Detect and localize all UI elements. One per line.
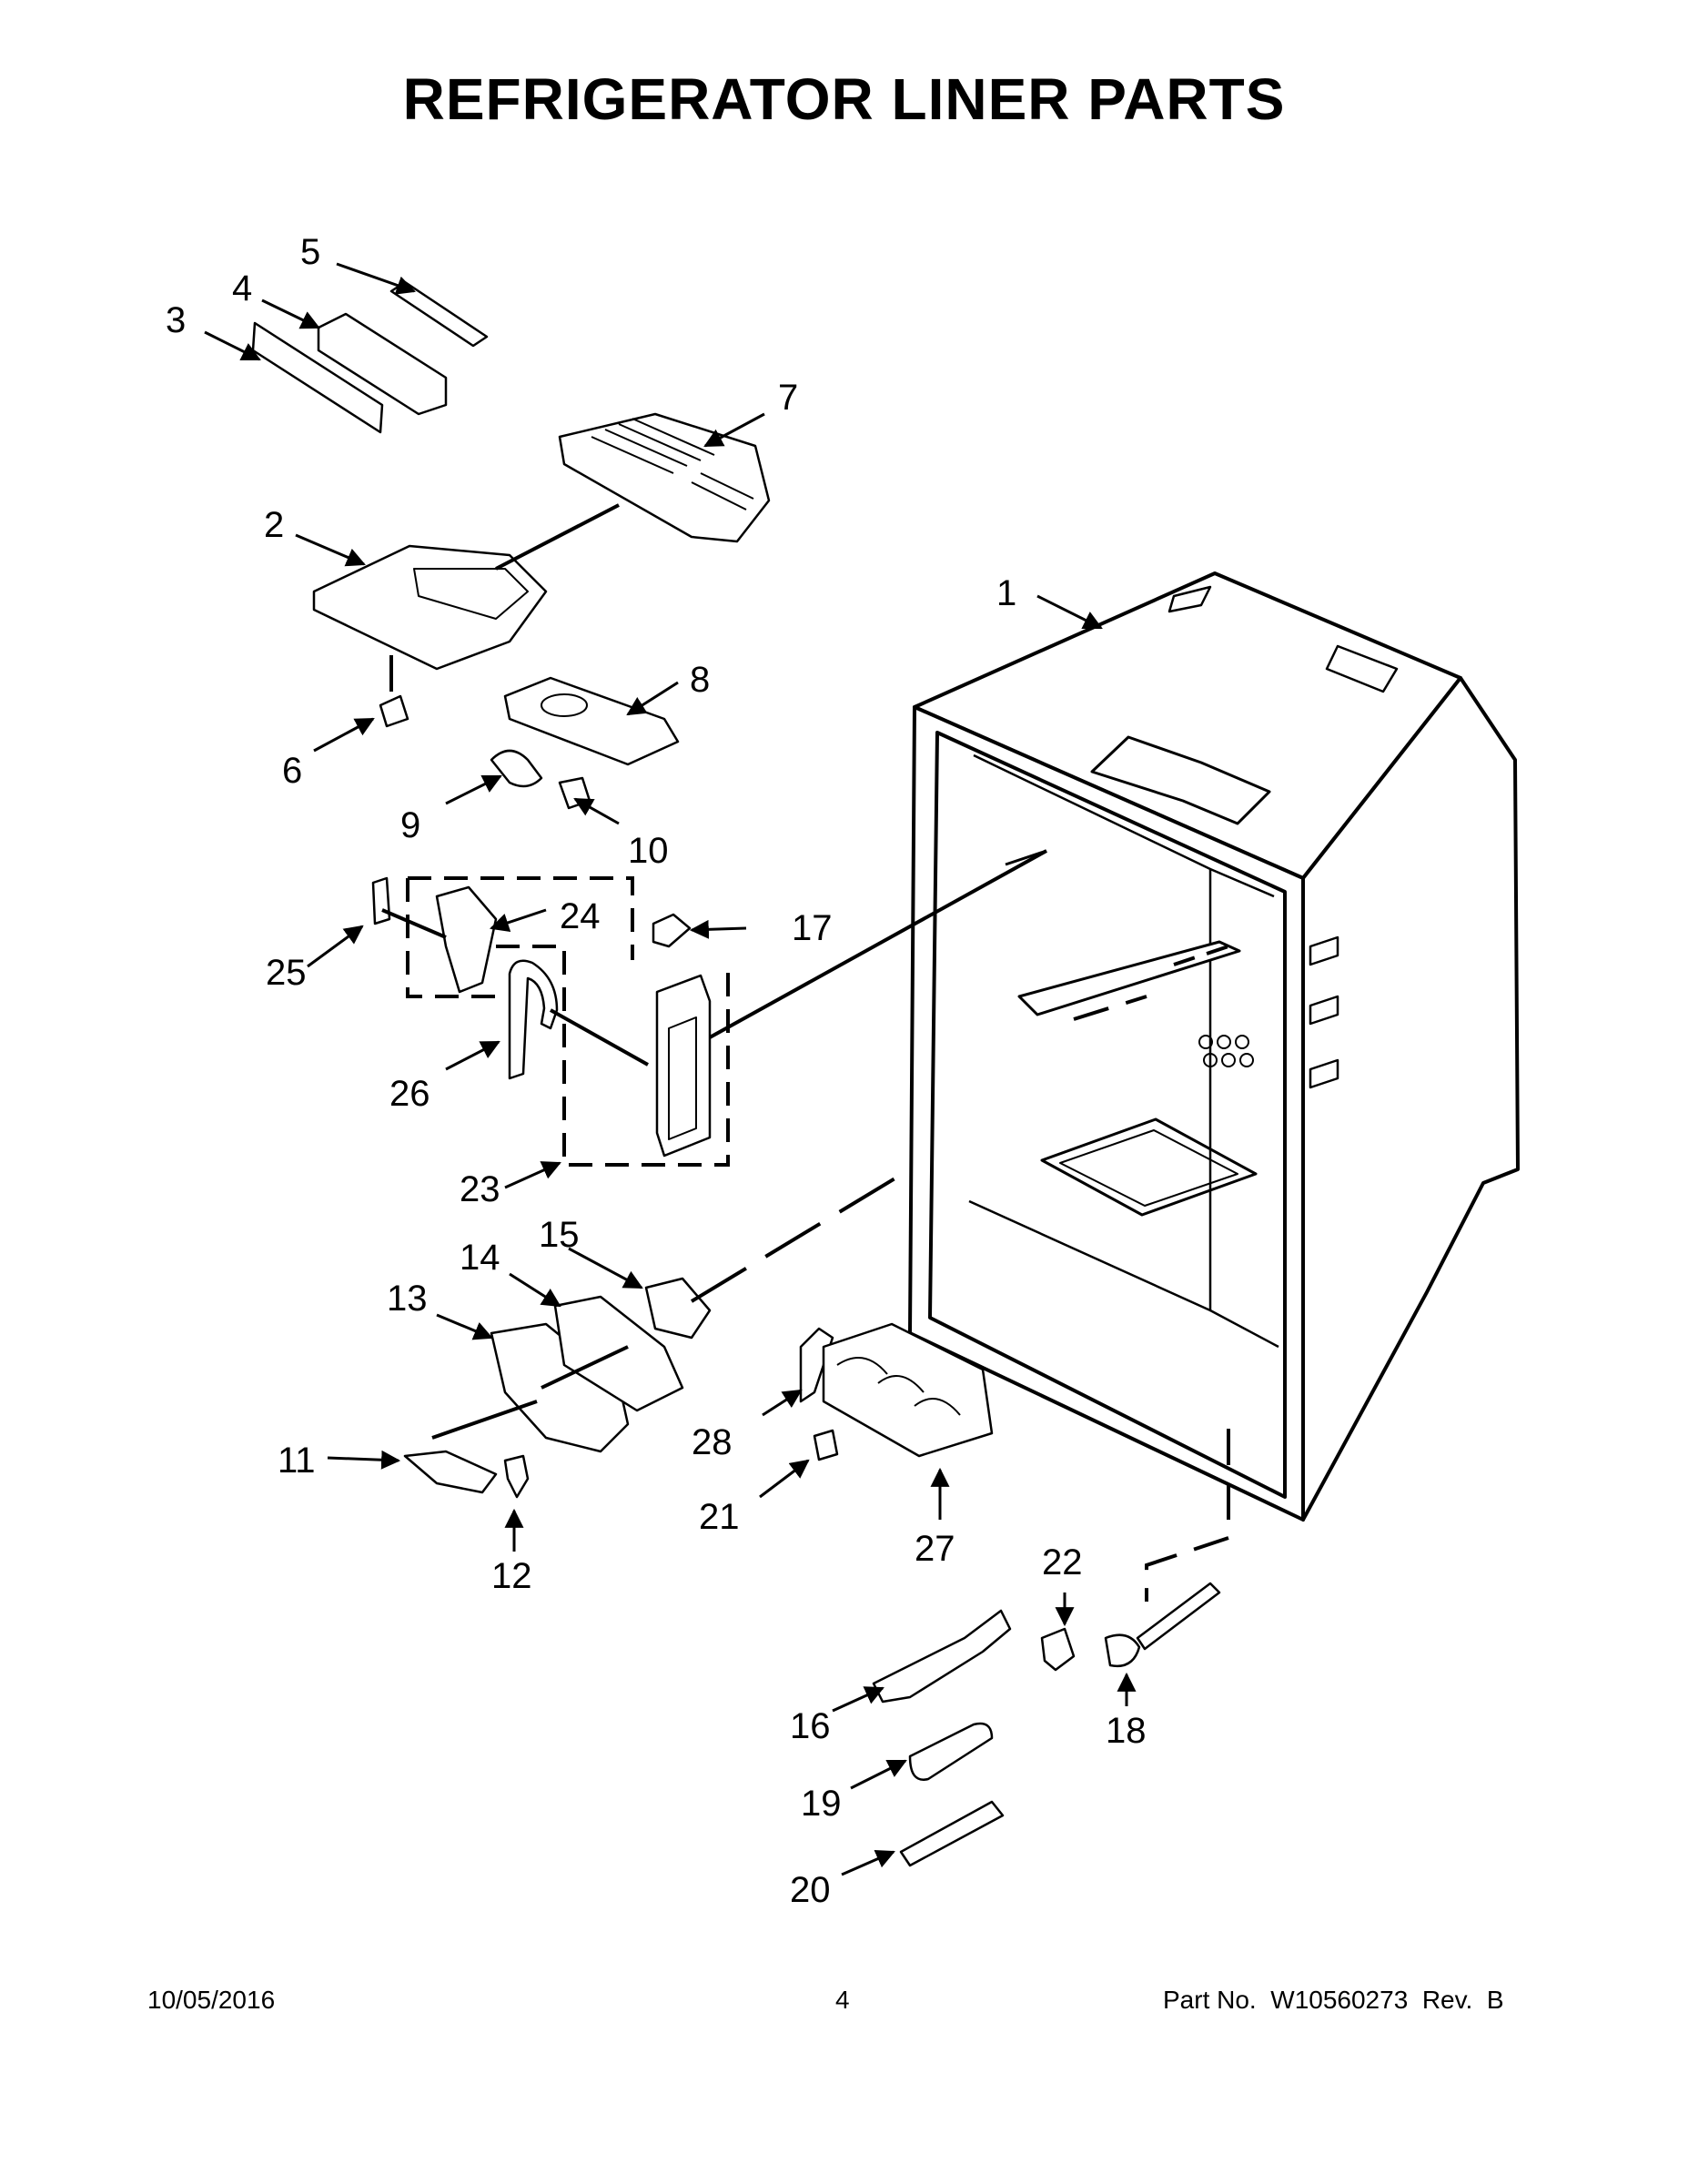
connector-lines: [381, 503, 1230, 1602]
part-22-knob: [1040, 1627, 1076, 1672]
callout-17: 17: [792, 908, 833, 948]
part-15-actuator: [644, 1277, 712, 1340]
part-4-housing: [317, 312, 448, 416]
callout-labels: 1 2 3 4 5 6 7 8 9 10 11 12 13 14 15 16 1…: [166, 232, 1147, 1910]
callout-13: 13: [387, 1279, 428, 1319]
callout-20: 20: [790, 1870, 831, 1910]
part-12-screw: [503, 1454, 530, 1499]
callout-6: 6: [282, 751, 302, 791]
callout-18: 18: [1106, 1711, 1147, 1751]
part-25-bracket: [371, 876, 391, 925]
liner-cabinet: [908, 571, 1520, 1522]
footer-date: 10/05/2016: [147, 1986, 276, 2014]
callout-24: 24: [560, 896, 601, 936]
part-26-tube: [508, 959, 559, 1080]
part-27-tray: [822, 1322, 994, 1458]
callout-21: 21: [699, 1497, 740, 1537]
part-20-cover: [899, 1800, 1005, 1867]
callout-3: 3: [166, 300, 186, 340]
page-title: REFRIGERATOR LINER PARTS: [402, 66, 1286, 132]
callout-1: 1: [996, 573, 1016, 613]
callout-4: 4: [232, 268, 252, 308]
dashed-assembly-boxes: [406, 876, 730, 1167]
callout-25: 25: [266, 953, 307, 993]
callout-7: 7: [778, 378, 798, 418]
callout-28: 28: [692, 1422, 733, 1462]
callout-2: 2: [264, 505, 284, 545]
part-5-strip: [389, 280, 489, 348]
part-11-pad: [403, 1450, 498, 1494]
part-3-strip: [251, 321, 384, 434]
callout-12: 12: [491, 1556, 532, 1596]
part-9-bulb: [490, 749, 543, 788]
callout-10: 10: [628, 831, 669, 871]
callout-9: 9: [400, 805, 420, 845]
callout-26: 26: [389, 1074, 430, 1114]
callout-22: 22: [1042, 1542, 1083, 1582]
callout-16: 16: [790, 1706, 831, 1746]
part-2-cover: [312, 544, 548, 671]
parts-group: [251, 280, 1221, 1867]
part-8-housing: [503, 676, 680, 766]
footer-page-number: 4: [835, 1986, 850, 2014]
leader-arrows: [204, 262, 1137, 1876]
callout-15: 15: [539, 1215, 580, 1255]
part-6-clip: [379, 694, 409, 728]
part-14-housing: [553, 1295, 684, 1412]
callout-14: 14: [460, 1238, 500, 1278]
callout-23: 23: [460, 1169, 500, 1209]
part-17: [652, 913, 692, 948]
part-18-head: [1104, 1633, 1141, 1668]
part-23-dispenser: [655, 974, 712, 1158]
callout-8: 8: [690, 660, 710, 700]
callout-5: 5: [300, 232, 320, 272]
callout-19: 19: [801, 1784, 842, 1824]
callout-11: 11: [278, 1441, 316, 1481]
part-24-lever: [435, 885, 498, 994]
part-19-filter: [908, 1722, 994, 1781]
part-16-housing: [872, 1609, 1012, 1704]
part-13-bezel: [490, 1322, 630, 1453]
part-21-screw: [813, 1429, 839, 1461]
footer-part-number: Part No. W10560273 Rev. B: [1163, 1986, 1504, 2014]
callout-27: 27: [915, 1529, 955, 1569]
